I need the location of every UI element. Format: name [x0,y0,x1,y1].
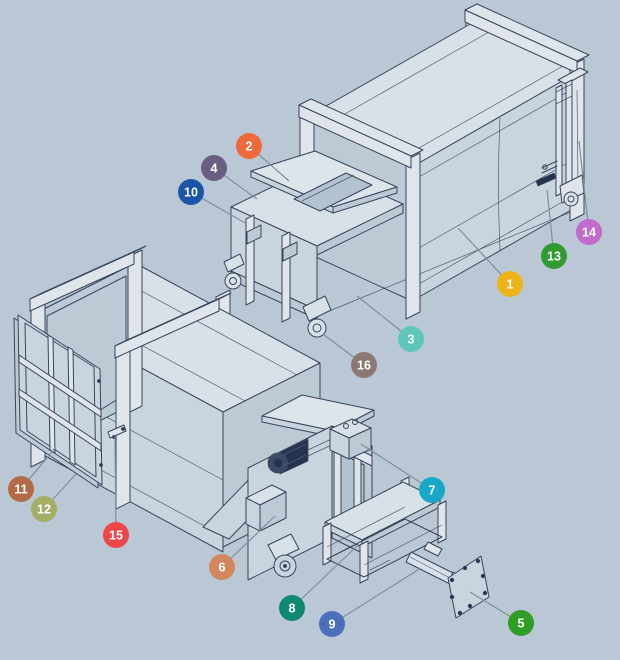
callout-badge-3: 3 [398,326,424,352]
badge-number: 16 [357,359,371,373]
leader-line-14 [578,140,590,233]
badge-circle [236,133,262,159]
callout-badge-10: 10 [178,179,204,205]
callout-badge-14: 14 [576,219,602,245]
badge-circle [8,476,34,502]
badge-circle [209,554,235,580]
badge-number: 2 [246,140,253,154]
badge-circle [319,611,345,637]
lock-hook [282,241,298,262]
roller-wheel [224,272,242,290]
badge-circle [351,352,377,378]
top-machine [223,3,590,338]
badge-circle [103,522,129,548]
badge-number: 14 [582,226,596,240]
badge-circle [419,477,445,503]
badge-number: 9 [329,618,336,632]
door-rail [18,354,102,418]
leader-line-8 [291,544,359,609]
leader-line-9 [331,567,422,625]
badge-circle [279,595,305,621]
compactor-head [223,150,404,338]
power-pack [329,418,372,460]
callout-badge-11: 11 [8,476,34,502]
access-panel [447,555,490,619]
open-rear-door [13,314,103,489]
side-chute-box [245,484,287,532]
badge-number: 6 [219,561,226,575]
lock-hook [246,224,262,245]
callout-badge-6: 6 [209,554,235,580]
callout-badge-8: 8 [279,595,305,621]
guide-channel [281,231,291,323]
badge-number: 8 [289,602,296,616]
callout-badge-7: 7 [419,477,445,503]
badge-number: 15 [109,529,123,543]
latch-hook [535,172,557,187]
leader-line-15 [114,435,117,536]
badge-circle [178,179,204,205]
callout-badge-15: 15 [103,522,129,548]
badge-number: 3 [408,333,415,347]
callout-badge-13: 13 [541,243,567,269]
callout-badge-1: 1 [497,271,523,297]
badge-circle [541,243,567,269]
callout-badge-5: 5 [508,610,534,636]
badge-number: 10 [184,186,198,200]
badge-circle [398,326,424,352]
callout-badge-12: 12 [31,496,57,522]
badge-circle [31,496,57,522]
badge-circle [201,155,227,181]
door-rail [18,388,102,452]
badge-circle [508,610,534,636]
leader-line-7 [360,443,433,491]
badge-number: 7 [429,484,436,498]
badge-number: 5 [518,617,525,631]
badge-circle [576,219,602,245]
lower-machine [13,245,490,619]
rear-roller [563,191,579,207]
bin-platform [322,476,447,584]
callout-badge-16: 16 [351,352,377,378]
badge-number: 1 [507,278,514,292]
front-frame-near-post [405,152,421,320]
callout-badge-9: 9 [319,611,345,637]
roller-wheel [307,318,327,338]
rear-door-hardware [535,67,589,207]
callout-badge-4: 4 [201,155,227,181]
badge-number: 11 [14,483,27,497]
callout-badge-2: 2 [236,133,262,159]
badge-number: 13 [547,250,561,264]
badge-number: 12 [37,503,51,517]
badge-circle [497,271,523,297]
hopper-opening [293,172,373,212]
badge-number: 4 [211,162,218,176]
guide-channel [245,214,255,306]
